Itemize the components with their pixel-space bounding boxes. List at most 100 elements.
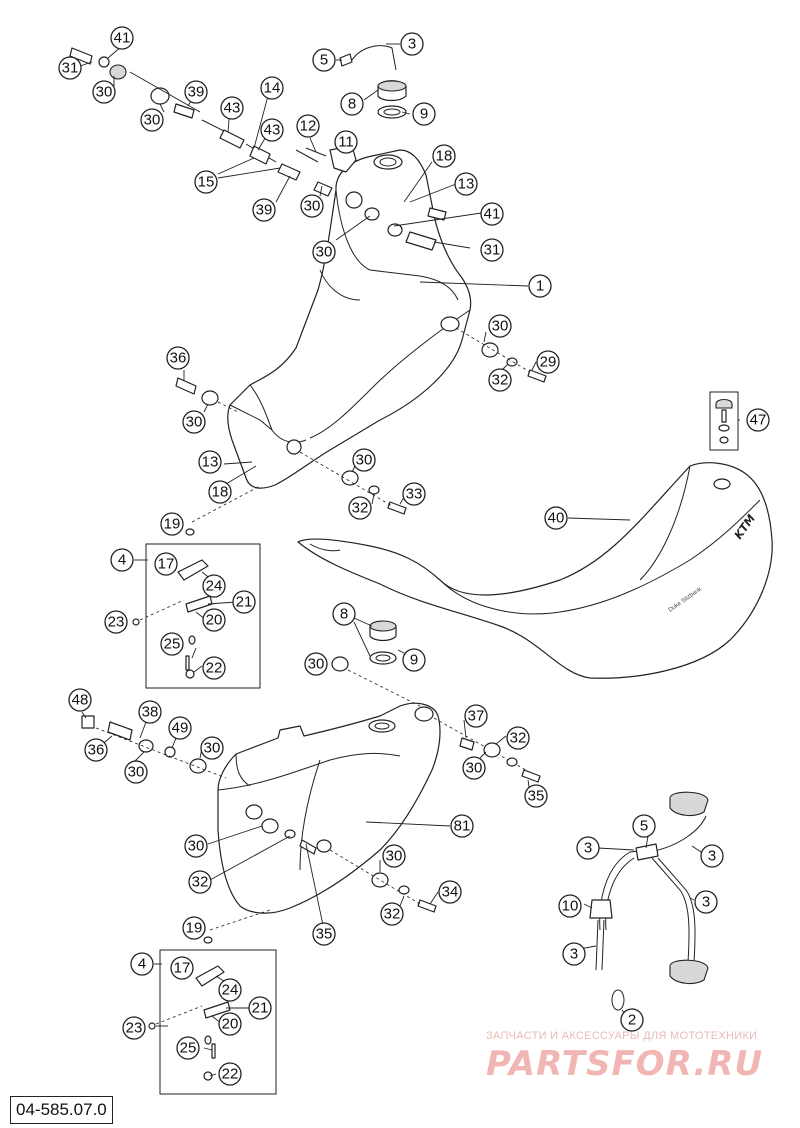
callout-40: 40	[544, 506, 568, 530]
callout-15: 15	[194, 170, 218, 194]
callout-48: 48	[68, 688, 92, 712]
callout-32-a: 32	[488, 368, 512, 392]
callout-24-a: 24	[202, 574, 226, 598]
callout-9-b: 9	[402, 648, 426, 672]
callout-14: 14	[260, 76, 284, 100]
svg-text:17: 17	[174, 960, 191, 977]
svg-text:29: 29	[540, 354, 557, 371]
callout-31-b: 31	[480, 238, 504, 262]
svg-text:43: 43	[224, 100, 241, 117]
svg-text:30: 30	[144, 112, 161, 129]
callout-9-a: 9	[412, 102, 436, 126]
callout-38: 38	[138, 700, 162, 724]
svg-text:22: 22	[206, 660, 223, 677]
callout-17-a: 17	[154, 552, 178, 576]
callout-30-e: 30	[488, 314, 512, 338]
svg-text:1: 1	[536, 278, 544, 295]
callout-30-j: 30	[124, 760, 148, 784]
svg-text:18: 18	[212, 484, 229, 501]
leader-lines	[79, 43, 740, 1077]
svg-text:81: 81	[454, 818, 471, 835]
svg-text:21: 21	[252, 1000, 269, 1017]
watermark: ЗАПЧАСТИ И АКСЕССУАРЫ ДЛЯ МОТОТЕХНИКИ PA…	[486, 1030, 786, 1084]
callout-39-b: 39	[252, 198, 276, 222]
part-47-kit	[709, 391, 739, 451]
callout-17-b: 17	[170, 956, 194, 980]
svg-text:15: 15	[198, 174, 215, 191]
callout-30-i: 30	[200, 736, 224, 760]
svg-text:30: 30	[204, 740, 221, 757]
callout-1: 1	[528, 274, 552, 298]
svg-text:3: 3	[570, 946, 578, 963]
svg-text:32: 32	[384, 906, 401, 923]
svg-text:30: 30	[128, 764, 145, 781]
callout-30-m: 30	[382, 844, 406, 868]
svg-text:39: 39	[256, 202, 273, 219]
callout-30-c: 30	[300, 194, 324, 218]
svg-text:47: 47	[750, 412, 767, 429]
lower-cap	[369, 620, 397, 665]
callout-31-a: 31	[58, 56, 82, 80]
svg-text:2: 2	[628, 1012, 636, 1029]
callout-30-a: 30	[92, 80, 116, 104]
upper-fuel-tap-group	[132, 485, 261, 689]
document-code: 04-585.07.0	[10, 1096, 113, 1124]
callout-30-f: 30	[182, 410, 206, 434]
svg-text:30: 30	[308, 656, 325, 673]
callout-23-a: 23	[104, 610, 128, 634]
svg-text:32: 32	[510, 730, 527, 747]
callout-13-a: 13	[454, 172, 478, 196]
svg-text:43: 43	[264, 122, 281, 139]
callout-19-b: 19	[182, 916, 206, 940]
svg-text:31: 31	[484, 242, 501, 259]
breather-hose-assembly	[589, 791, 709, 1011]
svg-text:4: 4	[118, 552, 126, 569]
lower-fuel-tap-group	[148, 909, 277, 1095]
callout-10: 10	[558, 894, 582, 918]
callout-4-a: 4	[110, 548, 134, 572]
callout-20-a: 20	[202, 608, 226, 632]
callout-11: 11	[334, 130, 358, 154]
callout-3-e: 3	[562, 942, 586, 966]
svg-text:13: 13	[458, 176, 475, 193]
svg-text:31: 31	[62, 60, 79, 77]
svg-text:10: 10	[562, 898, 579, 915]
callout-39-a: 39	[184, 80, 208, 104]
svg-text:23: 23	[126, 1020, 143, 1037]
callout-34: 34	[438, 880, 462, 904]
callout-21-b: 21	[248, 996, 272, 1020]
callout-41-b: 41	[480, 202, 504, 226]
callout-3-d: 3	[694, 890, 718, 914]
upper-side-mounting-hardware	[175, 327, 547, 515]
callout-43-b: 43	[260, 118, 284, 142]
svg-text:19: 19	[186, 920, 203, 937]
svg-text:24: 24	[222, 982, 239, 999]
callout-41-a: 41	[110, 26, 134, 50]
svg-text:35: 35	[316, 926, 333, 943]
svg-text:37: 37	[468, 708, 485, 725]
callout-30-d: 30	[312, 240, 336, 264]
svg-text:41: 41	[484, 206, 501, 223]
callout-32-b: 32	[348, 496, 372, 520]
callout-35-b: 35	[312, 922, 336, 946]
watermark-logo: PARTSFOR.RU	[486, 1044, 764, 1084]
svg-text:9: 9	[410, 652, 418, 669]
callout-21-a: 21	[232, 590, 256, 614]
callout-5-b: 5	[632, 814, 656, 838]
callout-25-a: 25	[160, 632, 184, 656]
upper-cap-and-breather	[339, 45, 407, 119]
svg-text:40: 40	[548, 510, 565, 527]
watermark-caption: ЗАПЧАСТИ И АКСЕССУАРЫ ДЛЯ МОТОТЕХНИКИ	[486, 1030, 758, 1042]
callout-20-b: 20	[218, 1012, 242, 1036]
svg-text:11: 11	[338, 134, 354, 151]
svg-text:39: 39	[188, 84, 205, 101]
svg-text:24: 24	[206, 578, 223, 595]
callout-4-b: 4	[130, 952, 154, 976]
svg-text:5: 5	[640, 818, 648, 835]
svg-text:17: 17	[158, 556, 175, 573]
callout-8-b: 8	[332, 602, 356, 626]
svg-text:35: 35	[528, 788, 545, 805]
svg-text:14: 14	[264, 80, 281, 97]
svg-text:36: 36	[170, 350, 187, 367]
svg-text:3: 3	[702, 894, 710, 911]
